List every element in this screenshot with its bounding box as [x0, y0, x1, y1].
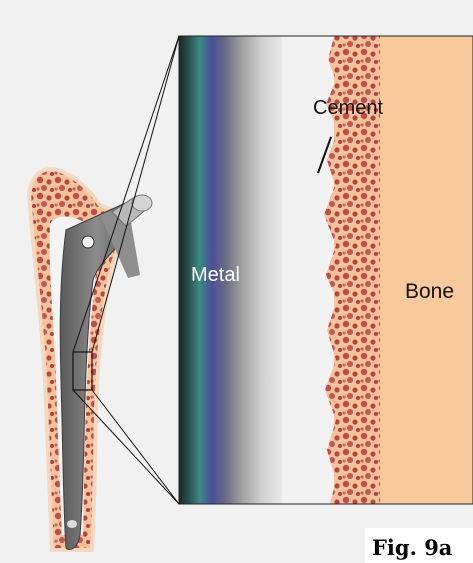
femur-illustration [29, 169, 152, 550]
figure-caption-box: Fig. 9a [365, 528, 473, 563]
bone-label: Bone [405, 281, 454, 302]
bone-layer [380, 36, 473, 504]
implant-tip-hole [67, 520, 77, 528]
figure-caption: Fig. 9a [372, 535, 452, 560]
implant-hole [82, 236, 94, 248]
cement-label: Cement [313, 98, 383, 118]
metal-label: Metal [191, 265, 240, 285]
